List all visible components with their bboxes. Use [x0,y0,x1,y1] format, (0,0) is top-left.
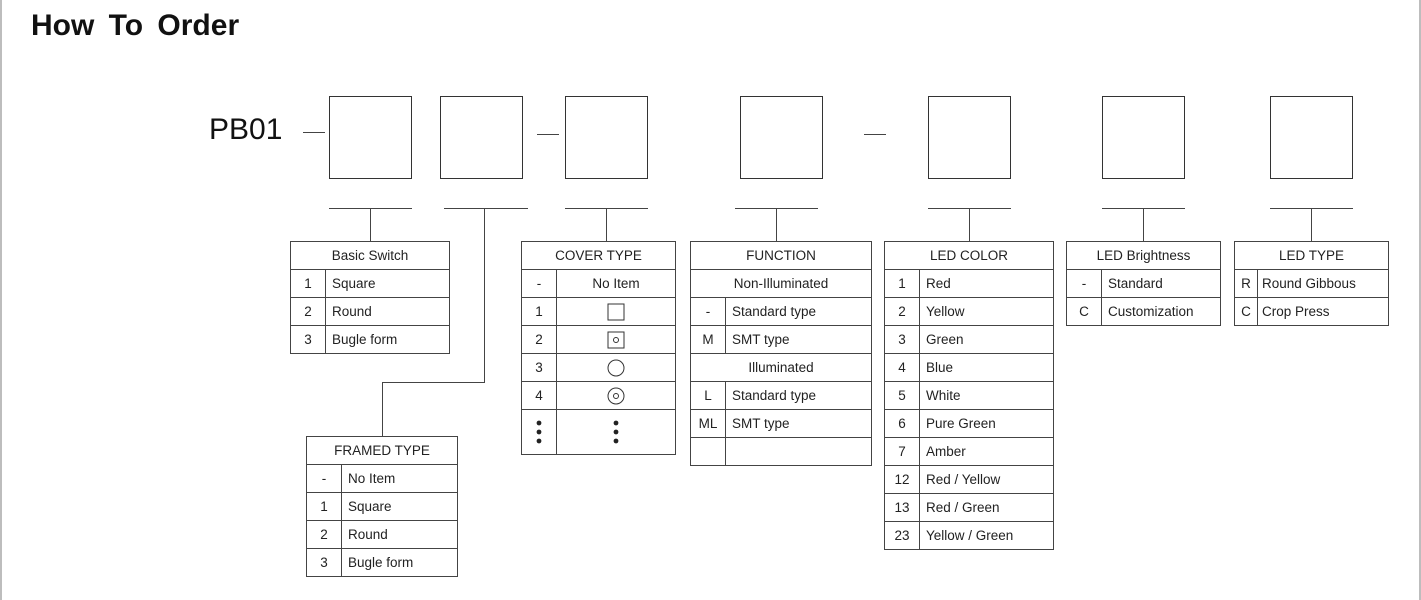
table-row: -Standard [1066,269,1221,298]
table-subheader: Illuminated [690,353,872,382]
table-function: FUNCTION Non-Illuminated -Standard type … [690,241,872,466]
table-header: COVER TYPE [521,241,676,270]
code-box-led-type [1270,96,1353,179]
code-box-framed-type [440,96,523,179]
table-row: -No Item [306,464,458,493]
table-header: LED COLOR [884,241,1054,270]
dash-before-led-color [864,134,886,135]
table-row: 4 [521,381,676,410]
table-header: LED TYPE [1234,241,1389,270]
table-row: 3 [521,353,676,382]
table-row-more [521,409,676,455]
circle-dot-icon [607,387,625,404]
dash-before-cover [537,134,559,135]
table-row: 2 [521,325,676,354]
frame-right-border [1419,0,1421,600]
connector-led-color [969,208,970,241]
square-dot-icon [607,331,625,348]
table-subheader: Non-Illuminated [690,269,872,298]
connector-framed-type-horizontal [382,382,485,383]
table-row-empty [690,437,872,466]
table-header: FUNCTION [690,241,872,270]
page-title: How To Order [31,9,240,42]
circle-icon [607,359,625,376]
connector-framed-type-vertical [484,208,485,383]
table-row: -Standard type [690,297,872,326]
table-row: -No Item [521,269,676,298]
table-header: FRAMED TYPE [306,436,458,465]
dash-after-prefix [303,132,325,133]
frame-left-border [0,0,2,600]
model-prefix: PB01 [209,113,283,146]
underline-framed-type [444,208,528,209]
connector-led-brightness [1143,208,1144,241]
table-header: Basic Switch [290,241,450,270]
vertical-ellipsis-icon [613,420,619,444]
code-box-function [740,96,823,179]
vertical-ellipsis-icon [536,420,542,444]
connector-cover-type [606,208,607,241]
connector-basic-switch [370,208,371,241]
code-box-basic-switch [329,96,412,179]
table-row: 1 [521,297,676,326]
square-icon [607,303,625,320]
table-cover-type: COVER TYPE -No Item 1 2 3 4 [521,241,676,455]
connector-framed-type-drop [382,382,383,436]
code-box-led-color [928,96,1011,179]
code-box-led-brightness [1102,96,1185,179]
code-box-cover-type [565,96,648,179]
table-header: LED Brightness [1066,241,1221,270]
connector-function [776,208,777,241]
connector-led-type [1311,208,1312,241]
